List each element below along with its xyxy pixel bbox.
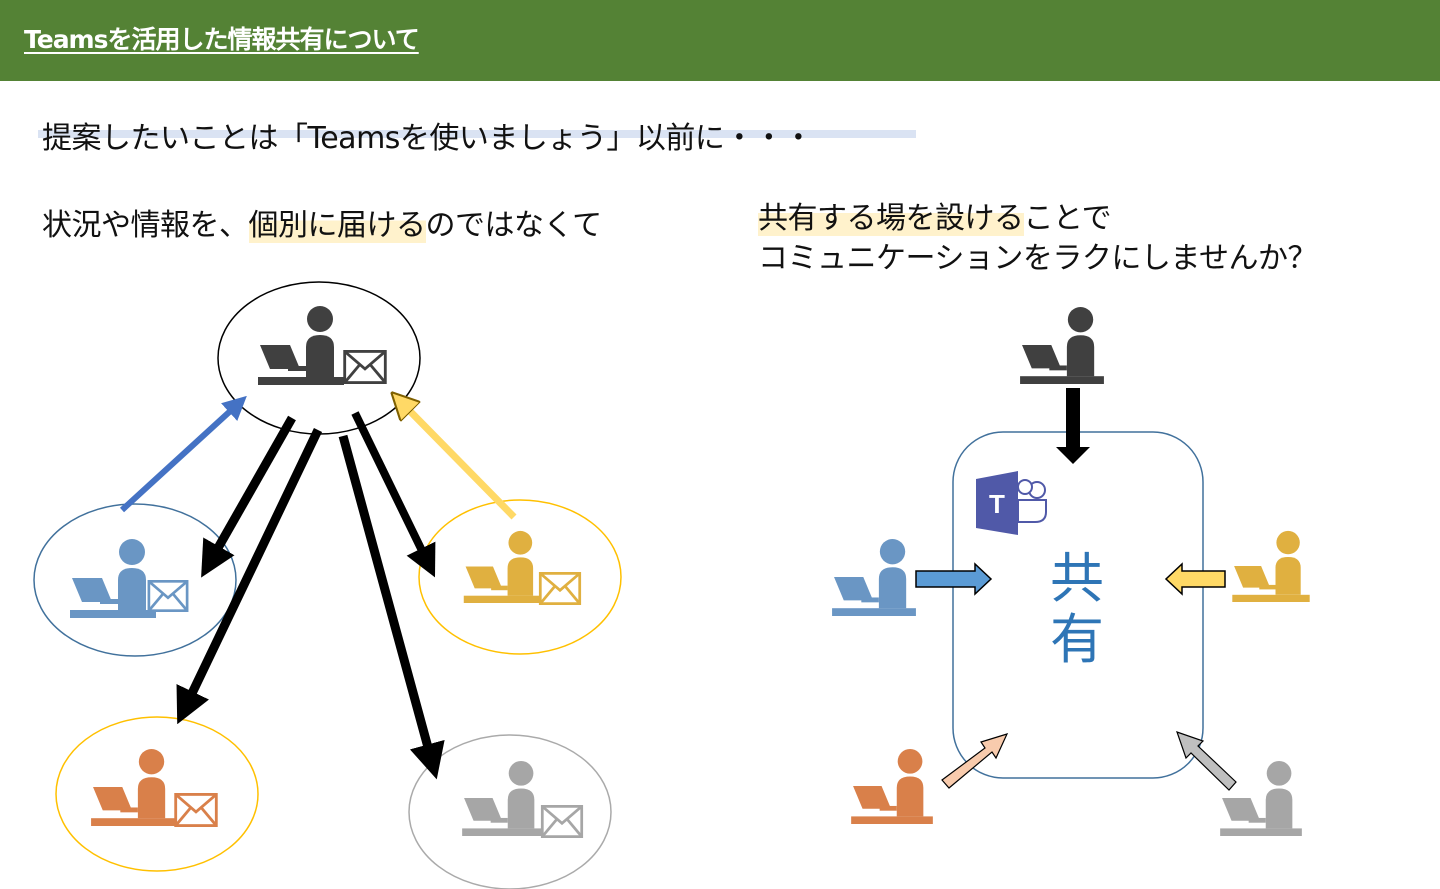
share-label-1: 共 (1050, 547, 1104, 610)
orange-recipient-circle (55, 716, 259, 872)
envelope-icon (343, 349, 387, 385)
share-label-2: 有 (1050, 608, 1104, 671)
blue-arrow (119, 395, 247, 513)
envelope-icon (540, 804, 584, 839)
person-laptop-icon (1232, 530, 1310, 602)
left-caption: 状況や情報を、個別に届けるのではなくて (42, 200, 602, 244)
envelope-icon (147, 579, 189, 613)
envelope-icon (174, 792, 218, 828)
teams-logo-icon: T (976, 471, 1047, 535)
svg-text:T: T (989, 489, 1005, 519)
person-laptop-icon (851, 748, 933, 824)
left-caption-before: 状況や情報を、 (42, 208, 249, 243)
person-laptop-icon (462, 760, 544, 836)
person-laptop-icon (70, 539, 156, 618)
envelope-icon (538, 571, 582, 606)
person-laptop-icon (832, 538, 916, 616)
black-arrow (176, 428, 323, 725)
yellow-block-arrow (1164, 562, 1226, 596)
left-caption-highlight: 個別に届ける (248, 208, 426, 243)
yellow-arrow (401, 402, 517, 520)
blue-recipient-circle (33, 503, 237, 657)
black-down-arrow (1056, 388, 1090, 464)
person-laptop-icon (463, 530, 543, 603)
black-arrow (201, 415, 296, 578)
intro-text: 提案したいことは「Teamsを使いましょう」以前に・・・ (42, 121, 813, 156)
person-laptop-icon (91, 748, 175, 826)
peach-block-arrow (941, 733, 1009, 789)
black-arrow (338, 434, 445, 780)
slide-title: Teamsを活用した情報共有について (24, 25, 420, 54)
right-caption-after: ことで (1023, 201, 1112, 236)
right-caption-highlight: 共有する場を設ける (758, 201, 1024, 236)
right-caption-line2: コミュニケーションをラクにしませんか？ (758, 241, 1318, 276)
right-caption-line1: 共有する場を設けることで (758, 193, 1112, 237)
left-caption-after: のではなくて (425, 208, 603, 243)
gray-block-arrow (1176, 731, 1237, 791)
person-laptop-icon (1220, 760, 1302, 836)
gray-recipient-circle (408, 734, 612, 889)
person-laptop-icon (1020, 306, 1104, 384)
slide-header: Teamsを活用した情報共有について (0, 0, 1440, 81)
intro-highlight-bar (38, 130, 916, 138)
blue-block-arrow (915, 562, 993, 596)
black-arrow (351, 411, 436, 578)
